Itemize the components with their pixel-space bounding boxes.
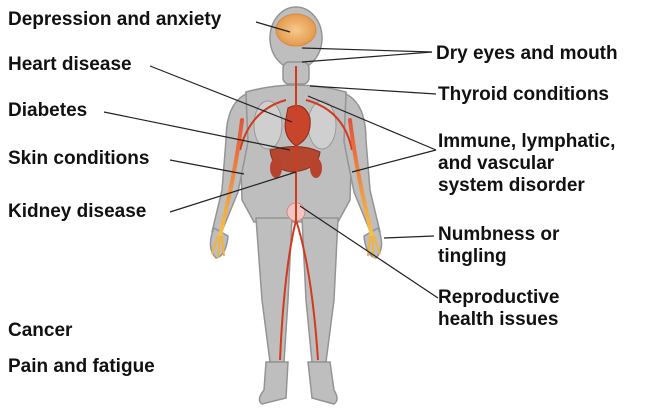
hand-nerves bbox=[212, 236, 380, 258]
label-reproductive-line-1: Reproductive bbox=[438, 287, 559, 309]
label-skin-conditions: Skin conditions bbox=[8, 148, 149, 170]
label-numbness-tingling: Numbness or tingling bbox=[438, 224, 559, 268]
label-kidney-disease: Kidney disease bbox=[8, 201, 146, 223]
label-cancer: Cancer bbox=[8, 320, 72, 342]
label-immune-line-3: system disorder bbox=[438, 175, 615, 197]
label-immune-line-2: and vascular bbox=[438, 153, 615, 175]
label-heart-disease: Heart disease bbox=[8, 54, 132, 76]
label-thyroid-conditions: Thyroid conditions bbox=[438, 84, 609, 106]
label-diabetes: Diabetes bbox=[8, 100, 87, 122]
label-pain-fatigue: Pain and fatigue bbox=[8, 356, 155, 378]
label-immune-line-1: Immune, lymphatic, bbox=[438, 131, 615, 153]
label-depression-anxiety: Depression and anxiety bbox=[8, 9, 221, 31]
label-numbness-line-1: Numbness or bbox=[438, 224, 559, 246]
label-dry-eyes-mouth: Dry eyes and mouth bbox=[436, 43, 618, 65]
label-numbness-line-2: tingling bbox=[438, 246, 559, 268]
label-reproductive-health: Reproductive health issues bbox=[438, 287, 559, 331]
label-immune-lymphatic-vascular: Immune, lymphatic, and vascular system d… bbox=[438, 131, 615, 197]
label-reproductive-line-2: health issues bbox=[438, 309, 559, 331]
